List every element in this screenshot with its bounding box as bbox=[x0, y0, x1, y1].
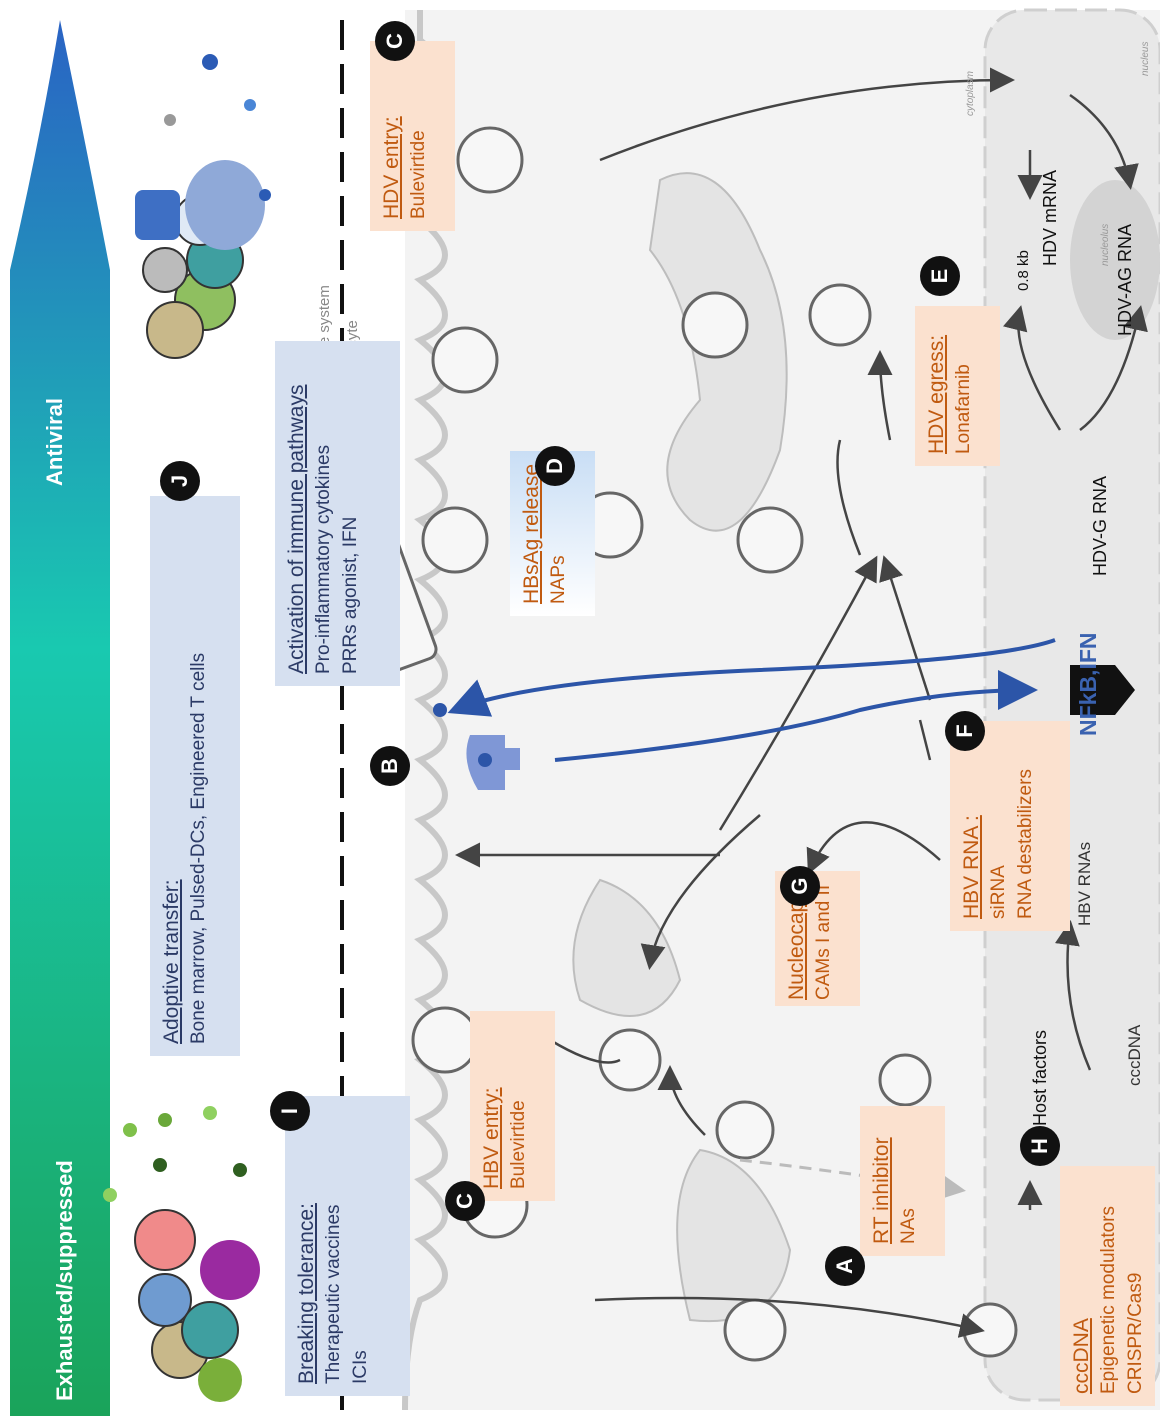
box-b-title: Activation of immune pathways bbox=[285, 384, 308, 674]
badge-c-hdv: C bbox=[375, 21, 415, 61]
box-i-line-1: Therapeutic vaccines bbox=[323, 1204, 344, 1384]
nucleolus bbox=[1070, 180, 1160, 340]
box-d-title: HBsAg release bbox=[520, 463, 543, 604]
box-a-line-1: NAs bbox=[898, 1208, 919, 1244]
badge-g: G bbox=[780, 866, 820, 906]
pathway-arrows bbox=[455, 67, 1148, 1338]
badge-c-hbv: C bbox=[445, 1181, 485, 1221]
badge-b: B bbox=[370, 746, 410, 786]
badge-j: J bbox=[160, 461, 200, 501]
box-h-line-2: CRISPR/Cas9 bbox=[1125, 1272, 1146, 1394]
badge-h: H bbox=[1020, 1126, 1060, 1166]
immune-cells-top bbox=[135, 54, 271, 359]
box-c1-line-1: Bulevirtide bbox=[508, 1100, 529, 1189]
immune-cells-bottom bbox=[103, 1106, 260, 1402]
nfkb-ifn-label: NFkB,IFN bbox=[1075, 632, 1101, 737]
box-rt-inhibitor: RT inhibitor NAs bbox=[860, 1106, 945, 1256]
hdv-g-rna-label: HDV-G RNA bbox=[1090, 475, 1110, 576]
box-i-title: Breaking tolerance: bbox=[295, 1203, 318, 1384]
badge-e: E bbox=[920, 256, 960, 296]
box-breaking-tolerance: Breaking tolerance: Therapeutic vaccines… bbox=[285, 1096, 410, 1396]
box-hbv-entry: HBV entry: Bulevirtide bbox=[470, 1011, 555, 1201]
hdv-mrna-label: HDV mRNA bbox=[1040, 169, 1060, 266]
badge-i: I bbox=[270, 1091, 310, 1131]
host-factors-label: Host factors bbox=[1030, 1029, 1050, 1126]
box-a-title: RT inhibitor bbox=[870, 1137, 893, 1244]
golgi-mid bbox=[572, 878, 682, 1017]
gene-promoter bbox=[1070, 665, 1135, 715]
box-adoptive-transfer: Adoptive transfer: Bone marrow, Pulsed-D… bbox=[150, 496, 240, 1056]
nucleus-label: nucleus bbox=[1140, 41, 1151, 76]
badge-a: A bbox=[825, 1246, 865, 1286]
box-c1-title: HBV entry: bbox=[480, 1087, 503, 1189]
box-i-line-2: ICIs bbox=[350, 1350, 371, 1384]
gradient-left-label: Exhausted/suppressed bbox=[52, 1160, 77, 1401]
box-e-line-1: Lonafarnib bbox=[953, 364, 974, 454]
gradient-right-label: Antiviral bbox=[42, 397, 67, 486]
box-hdv-egress: HDV egress: Lonafarnib bbox=[915, 306, 1000, 466]
badge-f: F bbox=[945, 711, 985, 751]
hdv-ag-rna-label: HDV-AG RNA bbox=[1115, 223, 1135, 336]
box-f-title: HBV RNA : bbox=[960, 815, 983, 919]
kb-label: 0.8 kb bbox=[1015, 250, 1032, 291]
box-c2-title: HDV entry: bbox=[380, 116, 403, 219]
box-c2-line-1: Bulevirtide bbox=[408, 130, 429, 219]
box-j-title: Adoptive transfer: bbox=[160, 879, 183, 1044]
box-e-title: HDV egress: bbox=[925, 334, 948, 454]
box-hbv-rna: HBV RNA : siRNA RNA destabilizers bbox=[950, 721, 1070, 931]
gradient-arrow bbox=[10, 20, 110, 1416]
cytoplasm-label: cytoplasm bbox=[965, 70, 976, 116]
box-h-line-1: Epigenetic modulators bbox=[1098, 1206, 1119, 1394]
box-j-line-1: Bone marrow, Pulsed-DCs, Engineered T ce… bbox=[188, 652, 209, 1044]
receptor bbox=[466, 735, 520, 790]
badge-d: D bbox=[535, 446, 575, 486]
box-h-title: cccDNA bbox=[1070, 1318, 1093, 1394]
nucleolus-label: nucleolus bbox=[1100, 223, 1111, 266]
box-f-line-2: RNA destabilizers bbox=[1015, 769, 1036, 919]
membrane bbox=[402, 10, 448, 1411]
cccdna-label: cccDNA bbox=[1125, 1024, 1144, 1086]
hbv-rnas-label: HBV RNAs bbox=[1075, 841, 1094, 926]
box-f-line-1: siRNA bbox=[988, 865, 1009, 919]
box-hdv-entry: HDV entry: Bulevirtide bbox=[370, 41, 455, 231]
signaling-arrows bbox=[447, 638, 1056, 762]
box-b-line-1: Pro-inflammatory cytokines bbox=[313, 444, 334, 674]
box-cccdna: cccDNA Epigenetic modulators CRISPR/Cas9 bbox=[1060, 1166, 1155, 1406]
box-activation-immune: Activation of immune pathways Pro-inflam… bbox=[275, 341, 400, 686]
box-b-line-2: PRRs agonist, IFN bbox=[340, 516, 361, 674]
